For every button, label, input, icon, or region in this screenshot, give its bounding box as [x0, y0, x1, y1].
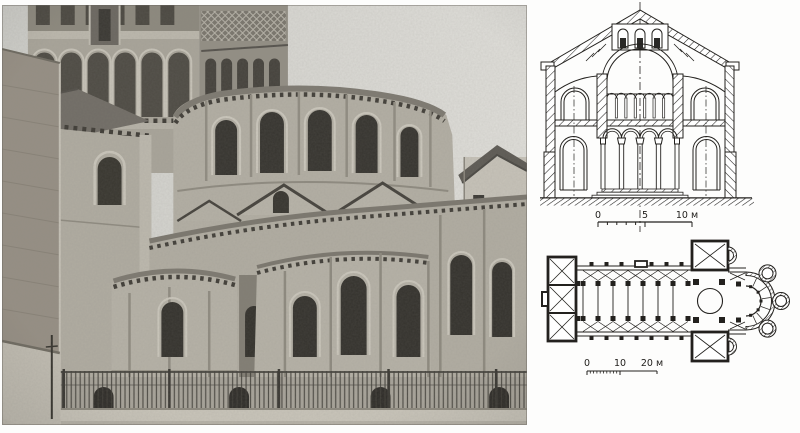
clerestory-attic	[611, 23, 669, 51]
cross-section-drawing: 0 5 10 м	[540, 0, 800, 233]
transept	[690, 239, 737, 363]
main-arcade	[591, 128, 689, 199]
gallery-arcade	[606, 92, 674, 119]
plan-scale-bar: 0 10 20 м	[584, 358, 663, 375]
nave	[576, 260, 692, 340]
aisle-bay	[540, 61, 598, 199]
section-scale-bar: 0 5 10 м	[595, 210, 698, 227]
church-chevet-photo	[2, 5, 527, 425]
section-scale-10m: 10 м	[676, 210, 698, 221]
chevet	[728, 264, 790, 338]
plan-scale-10: 10	[614, 358, 626, 369]
crossing-dome	[696, 287, 724, 315]
gallery-floor-slab	[553, 119, 727, 127]
section-scale-5: 5	[642, 210, 648, 221]
westwork	[541, 255, 578, 343]
plan-scale-0: 0	[584, 358, 590, 369]
floor-plan-drawing: 0 10 20 м	[540, 233, 800, 433]
section-scale-0: 0	[595, 210, 601, 221]
plan-scale-20m: 20 м	[641, 358, 663, 369]
